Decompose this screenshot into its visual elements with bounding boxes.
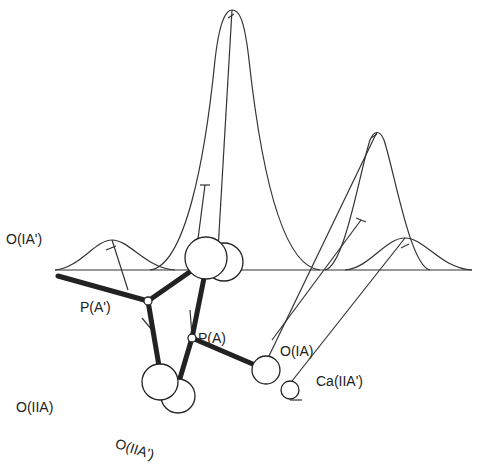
atom-label: P(A) xyxy=(198,331,226,345)
atom-label: O(IIA) xyxy=(16,400,53,414)
atom-label: O(IIA') xyxy=(114,436,156,462)
atom-label: O(IA') xyxy=(6,232,42,246)
atom-label: Ca(IIA') xyxy=(316,374,363,388)
atom-label: O(IA) xyxy=(280,344,313,358)
atom-label: P(A') xyxy=(80,300,111,314)
